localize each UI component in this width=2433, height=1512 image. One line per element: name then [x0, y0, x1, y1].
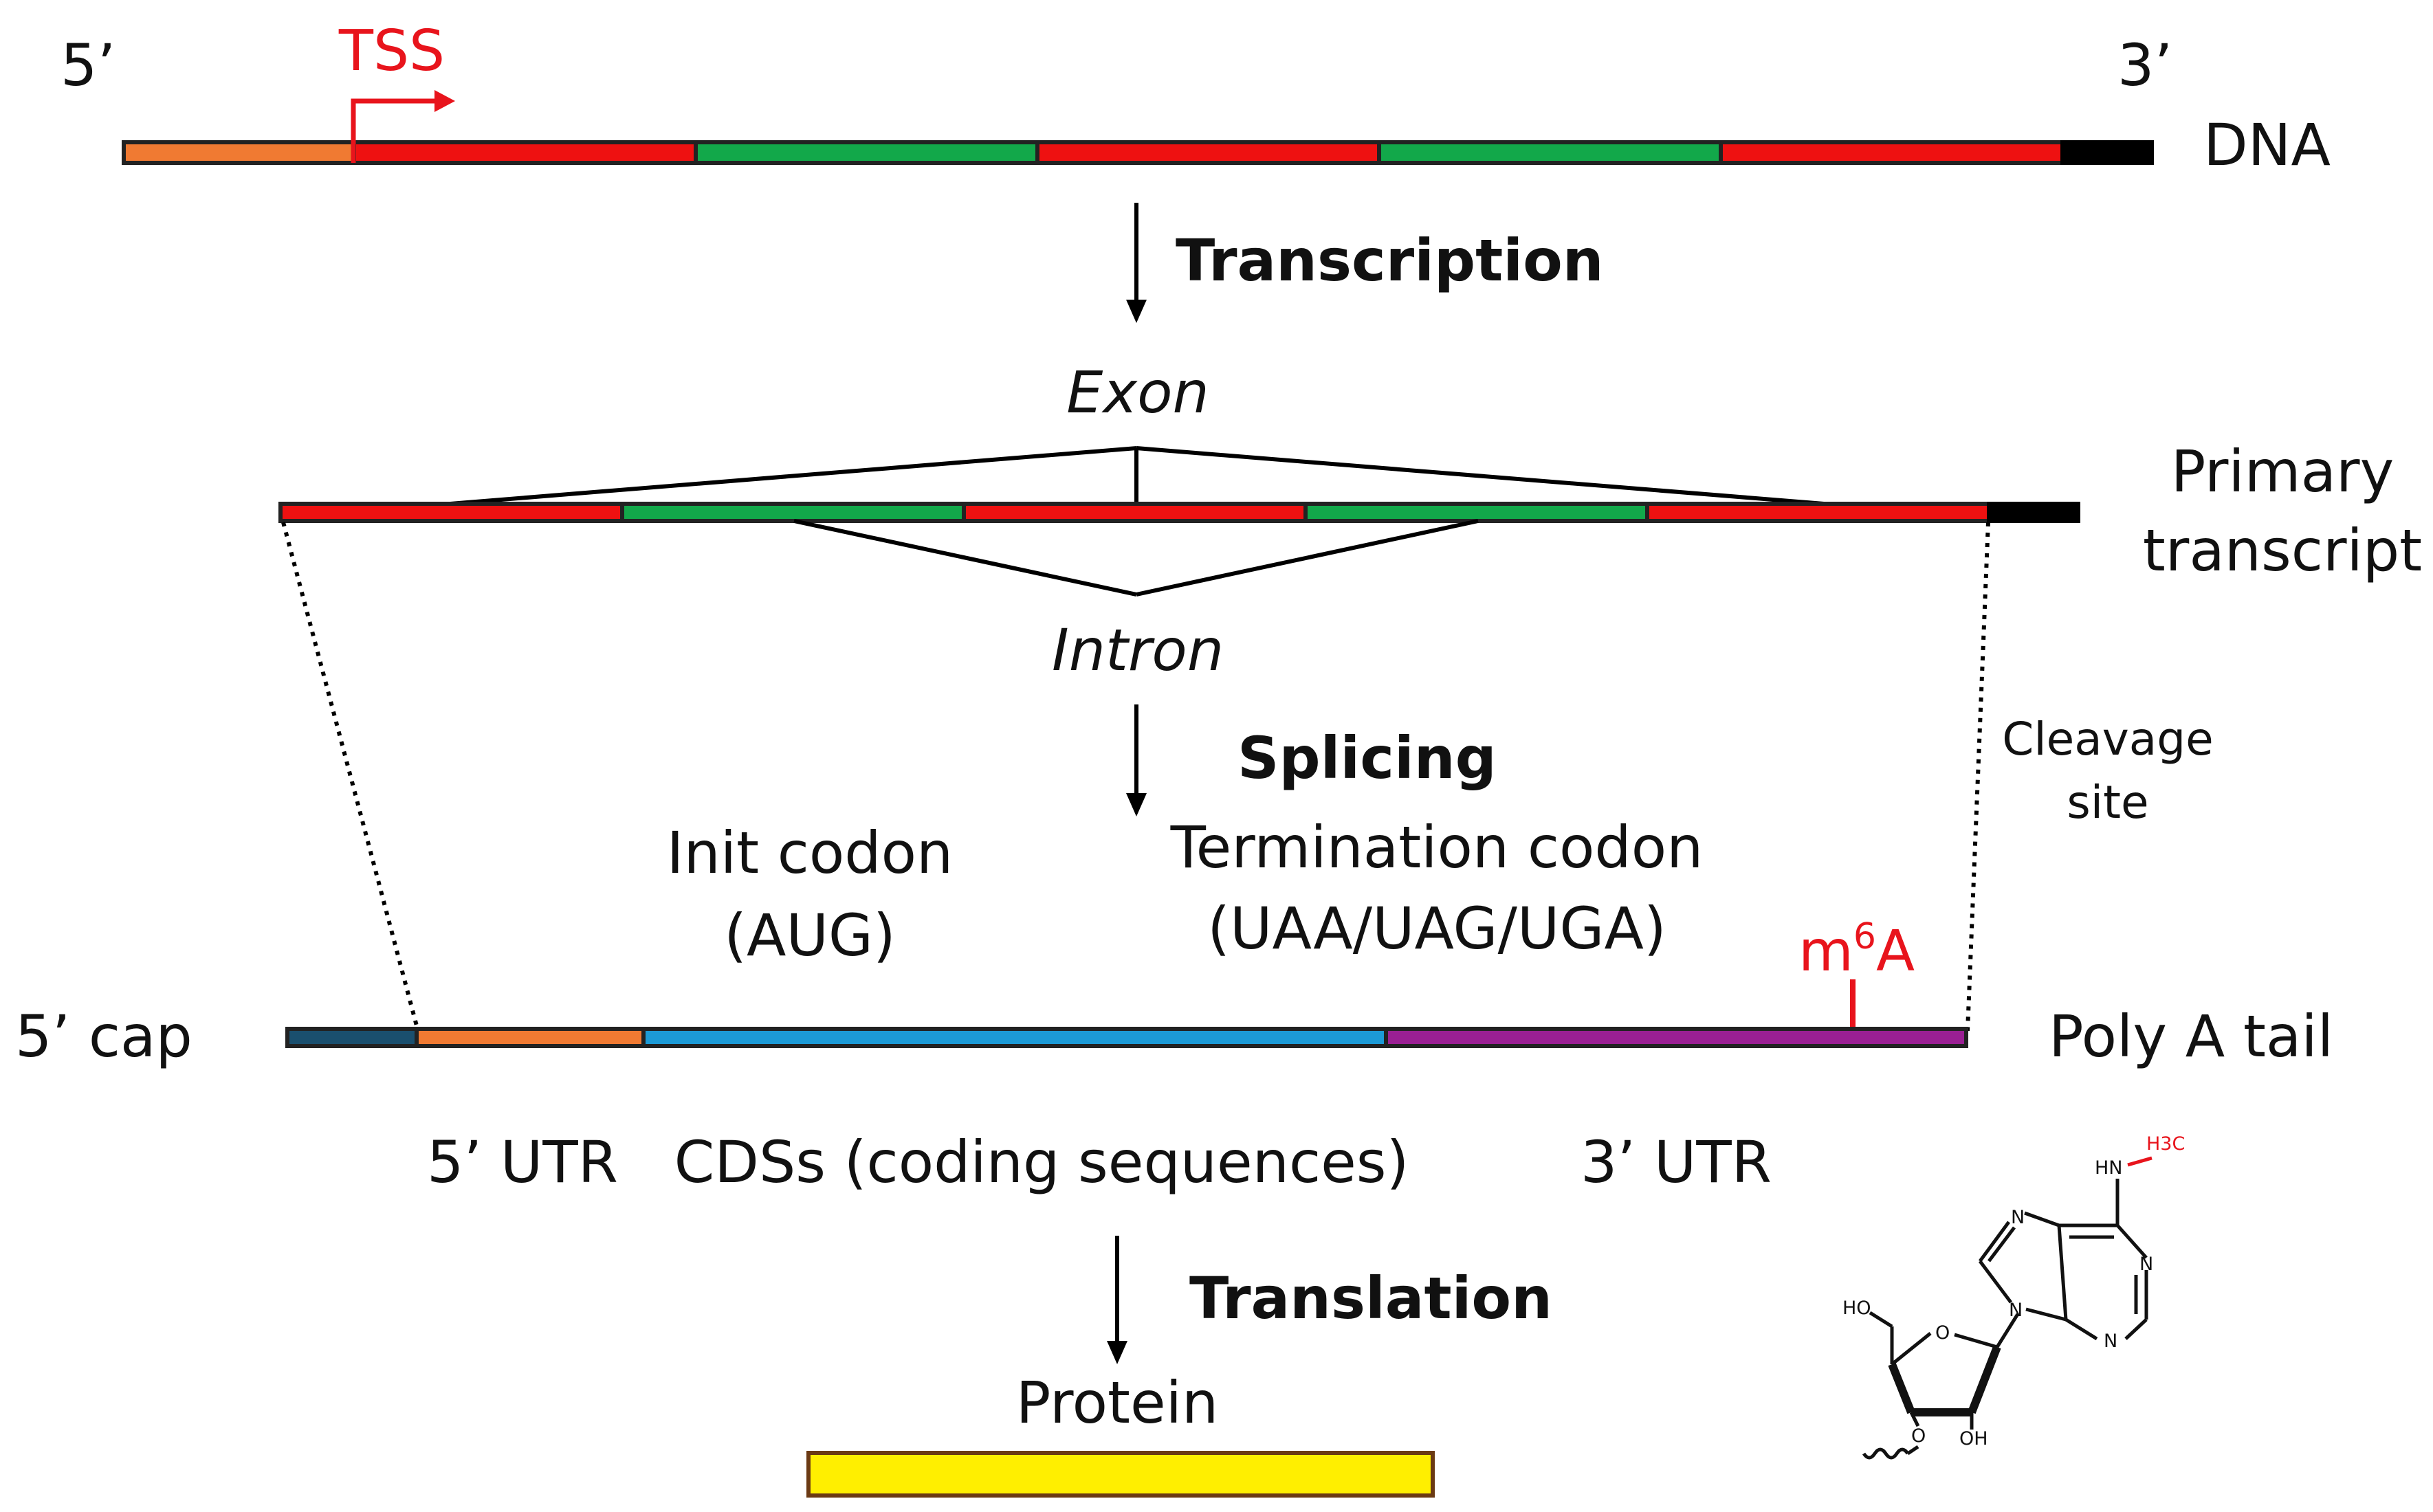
chem-n1: N: [2139, 1254, 2153, 1275]
primary-transcript-label-line1: Primary: [2171, 438, 2395, 505]
dna-five-prime-label: 5’: [60, 32, 115, 99]
pt-exon-1: [278, 502, 624, 523]
splicing-label: Splicing: [1237, 724, 1497, 792]
primary-transcript-label-line2: transcript: [2143, 517, 2422, 584]
pt-downstream-segment: [1987, 502, 2080, 523]
chem-hn: HN: [2095, 1157, 2123, 1179]
intron-splice-lines: [793, 519, 1479, 597]
protein-label: Protein: [1016, 1369, 1218, 1436]
dna-exon-2: [1035, 140, 1381, 165]
m6a-a: A: [1876, 919, 1915, 984]
dna-intron-2: [1377, 140, 1723, 165]
transcription-label: Transcription: [1176, 227, 1604, 294]
translation-arrowhead-icon: [1107, 1341, 1127, 1364]
protein-bar: [806, 1451, 1435, 1498]
m6a-m: m: [1798, 919, 1853, 984]
chem-n9: N: [2009, 1300, 2023, 1321]
mrna-strand: [285, 1027, 1968, 1048]
dna-exon-1: [352, 140, 698, 165]
m6a-chemical-structure-icon: [1862, 1156, 2153, 1460]
chem-o-ring: O: [1935, 1322, 1950, 1344]
cds-label: CDSs (coding sequences): [674, 1129, 1409, 1196]
chem-n7: N: [2011, 1207, 2025, 1228]
termination-codon-label-line2: (UAA/UAG/UGA): [1207, 895, 1666, 962]
pt-exon-3: [1645, 502, 1991, 523]
m6a-superscript: 6: [1853, 916, 1876, 957]
dna-three-prime-label: 3’: [2117, 32, 2172, 99]
poly-a-tail-label: Poly A tail: [2049, 1003, 2333, 1070]
dna-upstream-segment: [122, 140, 356, 165]
transcription-arrowhead-icon: [1126, 300, 1147, 323]
m6a-label: m6A: [1798, 916, 1915, 984]
primary-transcript-strand: [278, 502, 2080, 523]
dna-exon-3: [1719, 140, 2065, 165]
five-prime-utr-label: 5’ UTR: [427, 1129, 618, 1196]
termination-codon-label-line1: Termination codon: [1170, 814, 1704, 881]
pt-exon-2: [962, 502, 1308, 523]
mrna-cds: [641, 1027, 1388, 1048]
splicing-arrowhead-icon: [1126, 793, 1147, 816]
dna-strand: [122, 140, 2154, 165]
cleavage-site-label-line2: site: [2067, 776, 2148, 829]
mrna-3-utr: [1384, 1027, 1968, 1048]
cleavage-site-label-line1: Cleavage: [2002, 713, 2213, 766]
tss-label: TSS: [338, 19, 445, 84]
three-prime-utr-label: 3’ UTR: [1581, 1129, 1772, 1196]
left-dotted-guide: [281, 522, 420, 1032]
tss-arrow-icon: [351, 90, 455, 163]
dna-downstream-segment: [2060, 140, 2154, 165]
pt-intron-2: [1303, 502, 1649, 523]
mrna-5-cap: [285, 1027, 419, 1048]
chem-oh: OH: [1959, 1428, 1988, 1449]
dna-label: DNA: [2203, 111, 2331, 179]
m6a-chemical-labels: HN H3C N N N N HO O O OH: [1842, 1133, 2185, 1449]
intron-label: Intron: [1052, 616, 1224, 684]
pt-intron-1: [620, 502, 966, 523]
exon-label: Exon: [1066, 359, 1209, 426]
chem-n3: N: [2104, 1331, 2117, 1352]
dna-intron-1: [694, 140, 1039, 165]
init-codon-label-line1: Init codon: [667, 819, 954, 887]
translation-label: Translation: [1189, 1265, 1552, 1332]
svg-text:m6A: m6A: [1798, 916, 1915, 984]
right-dotted-guide: [1966, 522, 1990, 1032]
chem-o3: O: [1911, 1425, 1926, 1447]
exon-splice-lines: [450, 446, 1825, 506]
mrna-5-utr: [415, 1027, 646, 1048]
init-codon-label-line2: (AUG): [724, 902, 896, 969]
chem-h3c: H3C: [2146, 1133, 2185, 1155]
five-prime-cap-label: 5’ cap: [15, 1003, 192, 1070]
chem-ho: HO: [1842, 1298, 1871, 1319]
